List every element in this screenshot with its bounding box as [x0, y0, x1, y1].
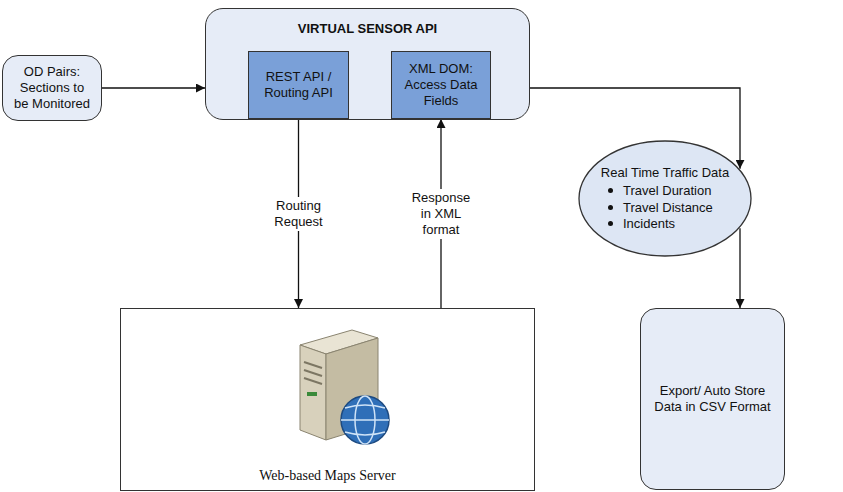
connector-arrow [739, 228, 740, 308]
node-label: Web-based Maps Server [259, 467, 396, 485]
bullet-text: Travel Duration [623, 183, 711, 198]
node-label: REST API / Routing API [255, 69, 342, 102]
bullet-item: Travel Distance [608, 200, 713, 216]
bullet-dot [608, 188, 613, 193]
data-ellipse: Real Time Traffic DataTravel DurationTra… [578, 140, 752, 257]
server-icon [300, 330, 389, 444]
api-container: VIRTUAL SENSOR API REST API / Routing API… [205, 8, 530, 120]
process-box: XML DOM: Access Data Fields [391, 51, 491, 119]
bullet-text: Incidents [623, 216, 675, 231]
edge-label: Response in XML format [404, 189, 478, 239]
bullet-item: Travel Duration [608, 183, 711, 199]
bullet-dot [608, 205, 613, 210]
node-label: VIRTUAL SENSOR API [298, 21, 437, 37]
bullet-dot [608, 221, 613, 226]
input-box: OD Pairs: Sections to be Monitored [2, 55, 102, 121]
ellipse-outline [578, 140, 752, 257]
node-label: XML DOM: Access Data Fields [398, 61, 484, 110]
server-box: Web-based Maps Server [120, 308, 535, 491]
node-label: OD Pairs: Sections to be Monitored [11, 64, 93, 113]
bullet-text: Travel Distance [623, 200, 713, 215]
node-label: Export/ Auto Store Data in CSV Format [651, 383, 774, 416]
output-box: Export/ Auto Store Data in CSV Format [640, 308, 785, 490]
bullet-item: Incidents [608, 216, 675, 232]
edge-label: Routing Request [262, 197, 336, 231]
node-heading: Real Time Traffic Data [601, 165, 729, 181]
process-box: REST API / Routing API [248, 51, 349, 119]
connector-arrow [102, 87, 205, 88]
